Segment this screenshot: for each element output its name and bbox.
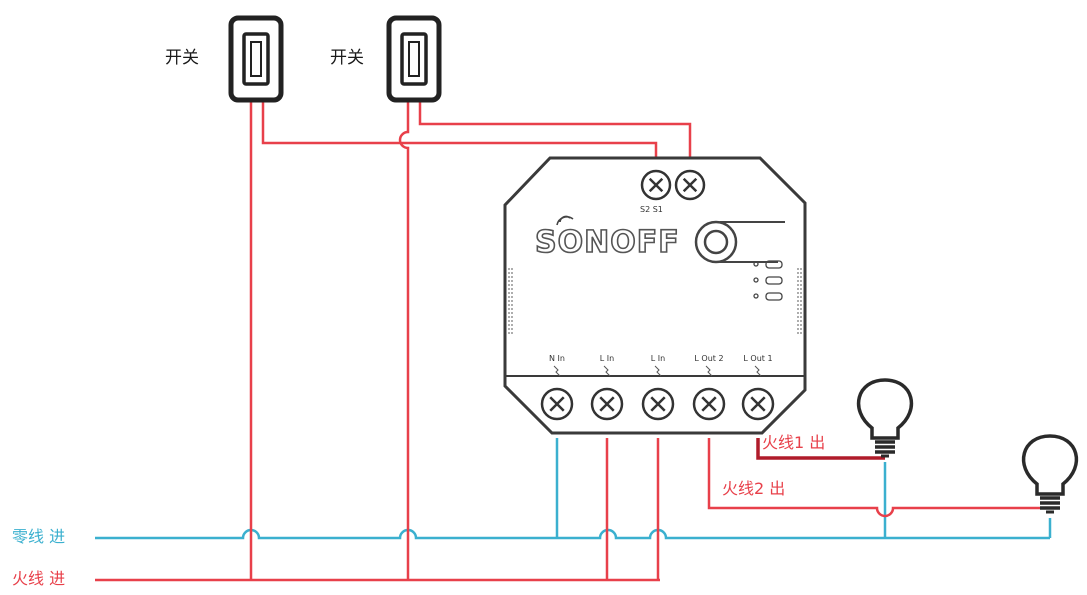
bottom-terminal-label: L In xyxy=(651,354,665,363)
live-out-1-label: 火线1 出 xyxy=(762,433,825,452)
side-vent-right xyxy=(797,268,802,335)
screw-terminal-icon xyxy=(692,387,726,421)
neutral-in-bus xyxy=(95,528,1050,540)
switch-2-label: 开关 xyxy=(330,48,364,68)
top-terminal-label: S2 S1 xyxy=(640,205,663,214)
bottom-terminals: N In L In L In L Out 2 L Out 1 xyxy=(540,354,775,421)
pairing-button-icon xyxy=(694,220,785,264)
wifi-icon xyxy=(556,215,574,226)
screw-terminal-icon xyxy=(590,387,624,421)
screw-terminal-icon xyxy=(540,387,574,421)
top-terminals xyxy=(640,169,706,201)
terminal-symbol-icon xyxy=(553,365,561,377)
terminal-symbol-icon xyxy=(654,365,662,377)
light-bulb-icon xyxy=(856,378,914,458)
live-out-2-label: 火线2 出 xyxy=(722,479,785,498)
screw-terminal-icon xyxy=(674,169,706,201)
side-vent-left xyxy=(508,268,513,335)
neutral-wires xyxy=(95,438,1052,540)
bottom-terminal-label: N In xyxy=(549,354,565,363)
terminal-symbol-icon xyxy=(754,365,762,377)
sonoff-device: SONOFF S2 S1 N In L In L In L Out 2 L Out 1 xyxy=(503,156,807,435)
bottom-terminal-label: L Out 2 xyxy=(694,354,723,363)
switch-1: 开关 xyxy=(165,15,284,103)
light-bulb-icon xyxy=(1021,434,1079,514)
lout1-to-lamp-1 xyxy=(756,438,885,460)
lout2-to-lamp-2 xyxy=(707,438,1050,518)
live-in-label: 火线 进 xyxy=(12,569,65,588)
terminal-symbol-icon xyxy=(705,365,713,377)
led-indicator-icon xyxy=(753,260,783,301)
screw-terminal-icon xyxy=(741,387,775,421)
switch-2-to-s1 xyxy=(418,98,692,160)
screw-terminal-icon xyxy=(641,387,675,421)
switch-2: 开关 xyxy=(330,15,442,103)
bottom-terminal-label: L Out 1 xyxy=(743,354,772,363)
live-wires xyxy=(95,98,1050,582)
brand-logo: SONOFF xyxy=(535,225,680,260)
neutral-in-label: 零线 进 xyxy=(12,527,65,546)
switch-1-label: 开关 xyxy=(165,48,199,68)
switch-1-to-s2 xyxy=(261,98,658,160)
live-to-switch-2 xyxy=(398,98,410,580)
lamps xyxy=(856,378,1079,514)
terminal-symbol-icon xyxy=(603,365,611,377)
bottom-terminal-label: L In xyxy=(600,354,614,363)
screw-terminal-icon xyxy=(640,169,672,201)
